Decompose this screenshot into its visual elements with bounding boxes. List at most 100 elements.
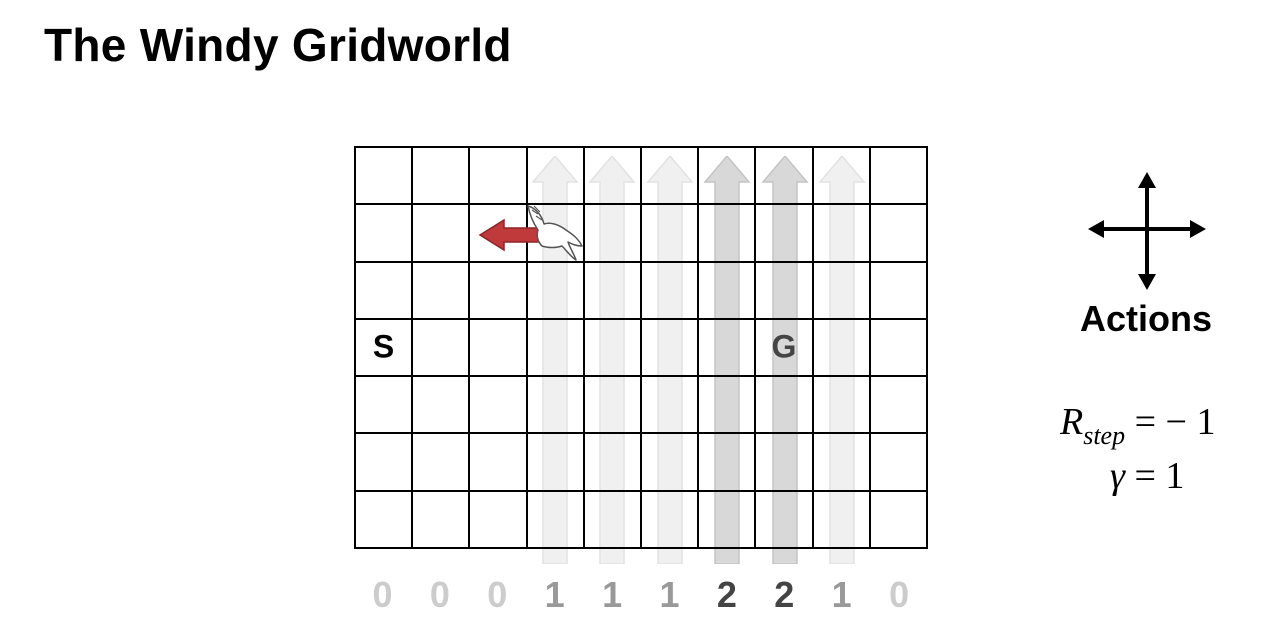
grid-cell [642, 491, 700, 549]
grid-cell [527, 319, 585, 378]
grid-cell [699, 262, 757, 320]
wind-strength-value: 1 [544, 574, 565, 615]
grid-cell [584, 434, 642, 492]
grid-cell [413, 319, 471, 378]
wind-strength-value: 0 [487, 574, 508, 615]
grid-cell [356, 491, 414, 549]
grid-cell [356, 262, 414, 320]
grid-cell [584, 262, 642, 320]
wind-strength-value: 2 [774, 574, 795, 615]
slide-title: The Windy Gridworld [44, 19, 512, 71]
grid-cell [699, 148, 757, 206]
grid-cell [584, 319, 642, 378]
grid-cell [870, 205, 928, 263]
grid-cell [356, 434, 414, 492]
grid-cell [356, 377, 414, 435]
grid-cell [642, 434, 700, 492]
grid-cell [813, 262, 871, 320]
grid-cell [642, 262, 700, 320]
actions-label: Actions [1079, 298, 1212, 339]
grid-cell: S [356, 319, 414, 378]
wind-arrow-icon [703, 156, 751, 564]
grid-cell [870, 148, 928, 206]
four-way-arrow-icon [1088, 172, 1206, 290]
grid-cell [527, 262, 585, 320]
grid-cell [813, 377, 871, 435]
grid-cell [756, 148, 814, 206]
gamma-formula: γ = 1 [1110, 454, 1184, 498]
grid-cell: G [756, 319, 814, 378]
grid-cell [813, 319, 871, 378]
wind-strength-value: 1 [831, 574, 852, 615]
grid-cell [584, 148, 642, 206]
grid-cell [584, 491, 642, 549]
grid-cell [699, 491, 757, 549]
reward-subscript: step [1083, 421, 1126, 450]
wind-strength-value: 1 [659, 574, 680, 615]
grid-cell [413, 491, 471, 549]
grid-cell [756, 491, 814, 549]
grid-cell [813, 148, 871, 206]
bird-agent-icon [527, 205, 583, 261]
grid-cell [699, 319, 757, 378]
wind-arrow-icon [760, 156, 809, 564]
wind-strength-value: 0 [889, 574, 910, 615]
grid-cell [813, 491, 871, 549]
grid-cell [470, 491, 528, 549]
grid-cell [527, 434, 585, 492]
grid-cell [527, 377, 585, 435]
grid-cell [356, 148, 414, 206]
grid-cell [413, 205, 471, 263]
grid-cell [413, 148, 471, 206]
grid-cell [870, 262, 928, 320]
grid-cell [527, 491, 585, 549]
grid-cell [642, 319, 700, 378]
grid-cell [699, 434, 757, 492]
wind-arrow-icon [588, 156, 636, 564]
grid-cell [756, 205, 814, 263]
wind-strength-value: 0 [429, 574, 450, 615]
gamma-value: = 1 [1124, 455, 1185, 497]
grid-cell [413, 377, 471, 435]
grid-cell [870, 377, 928, 435]
wind-strength-value: 2 [716, 574, 737, 615]
grid-cell [470, 262, 528, 320]
grid-cell [870, 434, 928, 492]
start-label: S [372, 328, 395, 365]
grid-cell [699, 205, 757, 263]
wind-arrow-icon [531, 156, 579, 564]
gamma-symbol: γ [1110, 455, 1125, 497]
grid-cell [527, 205, 585, 263]
grid-cell [413, 434, 471, 492]
wind-strength-value: 0 [372, 574, 393, 615]
grid-cell [584, 377, 642, 435]
reward-formula: Rstep = − 1 [1060, 400, 1216, 450]
grid-cell [813, 205, 871, 263]
grid-cell [756, 377, 814, 435]
grid-cell [813, 434, 871, 492]
grid-cell [642, 377, 700, 435]
grid-cell [870, 491, 928, 549]
grid-cell [642, 148, 700, 206]
grid-cell [584, 205, 642, 263]
grid-cell [413, 262, 471, 320]
wind-strength-value: 1 [602, 574, 623, 615]
reward-symbol: R [1060, 401, 1084, 443]
reward-value: = − 1 [1125, 401, 1216, 443]
grid-cell [756, 434, 814, 492]
grid-cell [756, 262, 814, 320]
grid-cell [870, 319, 928, 378]
grid-cell [527, 148, 585, 206]
wind-arrow-icon [646, 156, 694, 564]
grid-cell [470, 148, 528, 206]
grid-cell [470, 434, 528, 492]
grid-cell [470, 377, 528, 435]
wind-arrow-icon [818, 156, 866, 564]
goal-label: G [771, 328, 797, 365]
grid-cell [699, 377, 757, 435]
grid-cell [470, 319, 528, 378]
grid-cell [356, 205, 414, 263]
